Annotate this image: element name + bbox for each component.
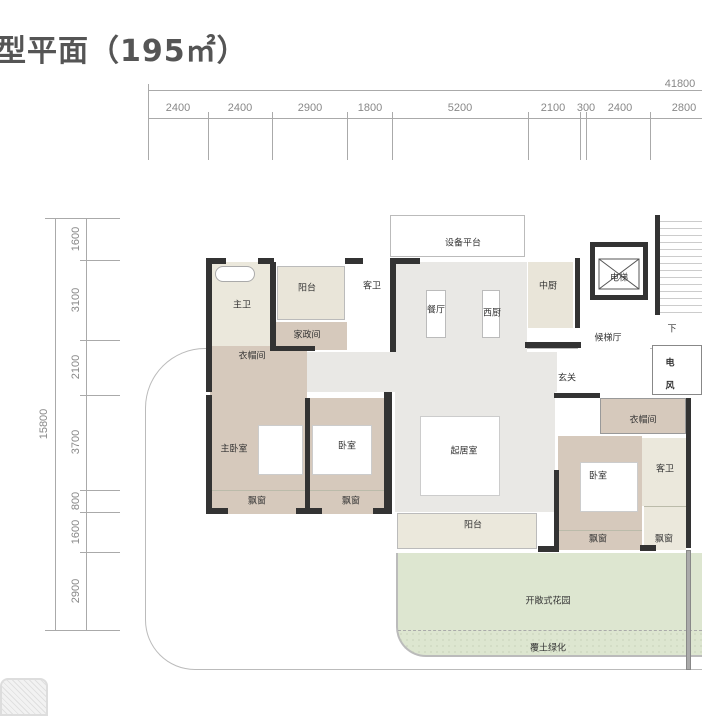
rug-icon xyxy=(420,416,500,496)
living-room-label: 起居室 xyxy=(450,446,478,457)
stair-down-label: 下 xyxy=(667,324,677,335)
bathtub-icon xyxy=(215,266,255,282)
guest-bath-2 xyxy=(642,438,686,506)
adjacent-plan-fragment xyxy=(0,678,48,716)
dim-left: 1600 xyxy=(70,226,82,252)
dim-top: 300 xyxy=(576,102,596,114)
dim-left: 1600 xyxy=(70,519,82,545)
guest-bath-label: 客卫 xyxy=(362,281,382,292)
bay-window-3 xyxy=(558,530,642,550)
master-bedroom-label: 主卧室 xyxy=(220,444,248,455)
bay-window-4 xyxy=(644,506,686,550)
elevator-cross-icon xyxy=(598,258,640,290)
dim-overall-width: 41800 xyxy=(664,78,696,90)
dining-table-icon xyxy=(426,290,446,338)
elevator xyxy=(590,242,648,300)
dim-top: 2400 xyxy=(227,102,253,114)
soil-greening-area xyxy=(398,630,702,655)
stairwell xyxy=(655,215,702,315)
dim-top: 2400 xyxy=(165,102,191,114)
electric-shaft xyxy=(652,345,702,395)
bay-window-2-label: 飘窗 xyxy=(341,496,361,507)
garden-divider xyxy=(686,550,691,670)
bay-window-1-label: 飘窗 xyxy=(247,496,267,507)
dim-top: 2900 xyxy=(297,102,323,114)
bed-icon xyxy=(580,462,638,512)
dim-top: 1800 xyxy=(357,102,383,114)
closet-right-label: 衣帽间 xyxy=(629,415,657,426)
dim-overall-depth: 15800 xyxy=(38,408,50,440)
dim-left: 2100 xyxy=(70,354,82,380)
chinese-kitchen-label: 中厨 xyxy=(538,281,558,292)
bed-icon xyxy=(312,425,372,475)
bedroom-3-label: 卧室 xyxy=(588,471,608,482)
dim-left: 3100 xyxy=(70,287,82,313)
balcony-bottom xyxy=(397,513,537,549)
electric-label: 电 xyxy=(665,358,675,369)
wind-label: 风 xyxy=(665,381,675,392)
foyer-label: 玄关 xyxy=(557,373,577,384)
equipment-platform-label: 设备平台 xyxy=(444,238,482,249)
dim-left: 800 xyxy=(70,491,82,511)
dim-top: 2100 xyxy=(540,102,566,114)
elevator-lobby xyxy=(578,300,650,374)
chinese-kitchen xyxy=(528,262,573,328)
closet-right xyxy=(600,398,686,434)
corridor xyxy=(307,352,557,392)
soil-greening-label: 覆土绿化 xyxy=(529,643,567,654)
bay-window-4-label: 飘窗 xyxy=(654,534,674,545)
bay-window-3-label: 飘窗 xyxy=(588,534,608,545)
closet-left xyxy=(210,346,307,398)
dim-left: 3700 xyxy=(70,429,82,455)
bed-icon xyxy=(258,425,303,475)
balcony-top xyxy=(277,266,345,320)
utility-room-label: 家政间 xyxy=(293,330,321,341)
kitchen-island-icon xyxy=(482,290,500,338)
dim-top: 5200 xyxy=(447,102,473,114)
dim-left: 2900 xyxy=(70,578,82,604)
western-kitchen-label: 西厨 xyxy=(482,308,502,319)
dim-top: 2800 xyxy=(671,102,697,114)
page-title: 型平面（195㎡） xyxy=(0,34,248,69)
elevator-lobby-label: 候梯厅 xyxy=(594,333,622,344)
master-bath-label: 主卫 xyxy=(232,300,252,311)
elevator-label: 电梯 xyxy=(609,273,629,284)
equipment-platform xyxy=(390,215,525,257)
bedroom-2-label: 卧室 xyxy=(337,441,357,452)
guest-bath xyxy=(347,262,395,352)
balcony-top-label: 阳台 xyxy=(297,283,317,294)
open-garden-label: 开敞式花园 xyxy=(525,596,571,607)
dim-top: 2400 xyxy=(607,102,633,114)
utility-room xyxy=(275,322,347,350)
guest-bath-2-label: 客卫 xyxy=(655,464,675,475)
balcony-bottom-label: 阳台 xyxy=(463,520,483,531)
closet-left-label: 衣帽间 xyxy=(238,351,266,362)
dining-label: 餐厅 xyxy=(426,305,446,316)
